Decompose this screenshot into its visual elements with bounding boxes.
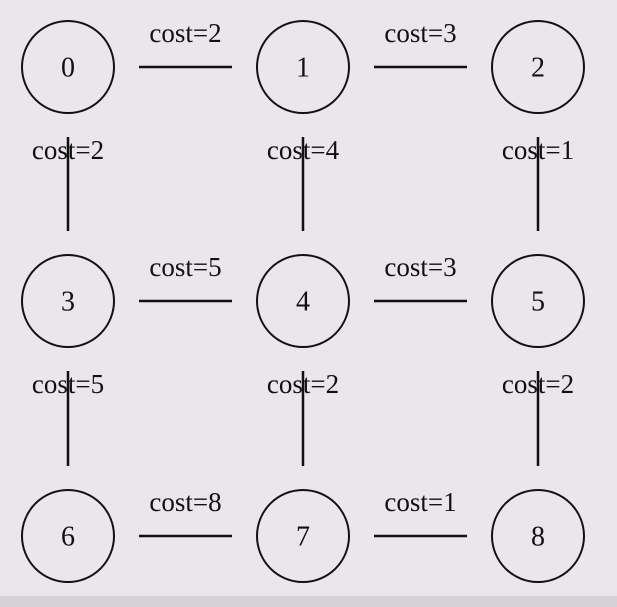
edge-label-3-6: cost=5 — [32, 369, 104, 399]
edge-label-3-4: cost=5 — [149, 252, 221, 282]
node-label-5: 5 — [531, 287, 545, 318]
edge-label-0-1: cost=2 — [149, 18, 221, 48]
edge-label-1-2: cost=3 — [384, 18, 456, 48]
edge-label-5-8: cost=2 — [502, 369, 574, 399]
node-7 — [256, 489, 350, 583]
node-label-4: 4 — [296, 287, 310, 318]
edges-layer: cost=2 cost=3 cost=2 cost=4 cost=1 cost=5 cost… — [32, 18, 574, 538]
node-label-8: 8 — [531, 522, 545, 553]
node-label-2: 2 — [531, 53, 545, 84]
edge-label-2-5: cost=1 — [502, 135, 574, 165]
node-0 — [21, 20, 115, 114]
edge-label-6-7: cost=8 — [149, 487, 221, 517]
node-label-7: 7 — [296, 522, 310, 553]
node-8 — [491, 489, 585, 583]
node-label-0: 0 — [61, 53, 75, 84]
nodes-layer: 0 1 2 3 4 5 6 7 8 — [21, 20, 585, 583]
edge-label-4-5: cost=3 — [384, 252, 456, 282]
bottom-strip — [0, 596, 617, 607]
node-4 — [256, 254, 350, 348]
edge-label-1-4: cost=4 — [267, 135, 340, 165]
node-label-6: 6 — [61, 522, 75, 553]
edge-label-7-8: cost=1 — [384, 487, 456, 517]
node-1 — [256, 20, 350, 114]
edge-label-4-7: cost=2 — [267, 369, 339, 399]
node-5 — [491, 254, 585, 348]
edge-label-0-3: cost=2 — [32, 135, 104, 165]
node-3 — [21, 254, 115, 348]
node-6 — [21, 489, 115, 583]
node-label-3: 3 — [61, 287, 75, 318]
node-2 — [491, 20, 585, 114]
node-label-1: 1 — [296, 53, 310, 84]
